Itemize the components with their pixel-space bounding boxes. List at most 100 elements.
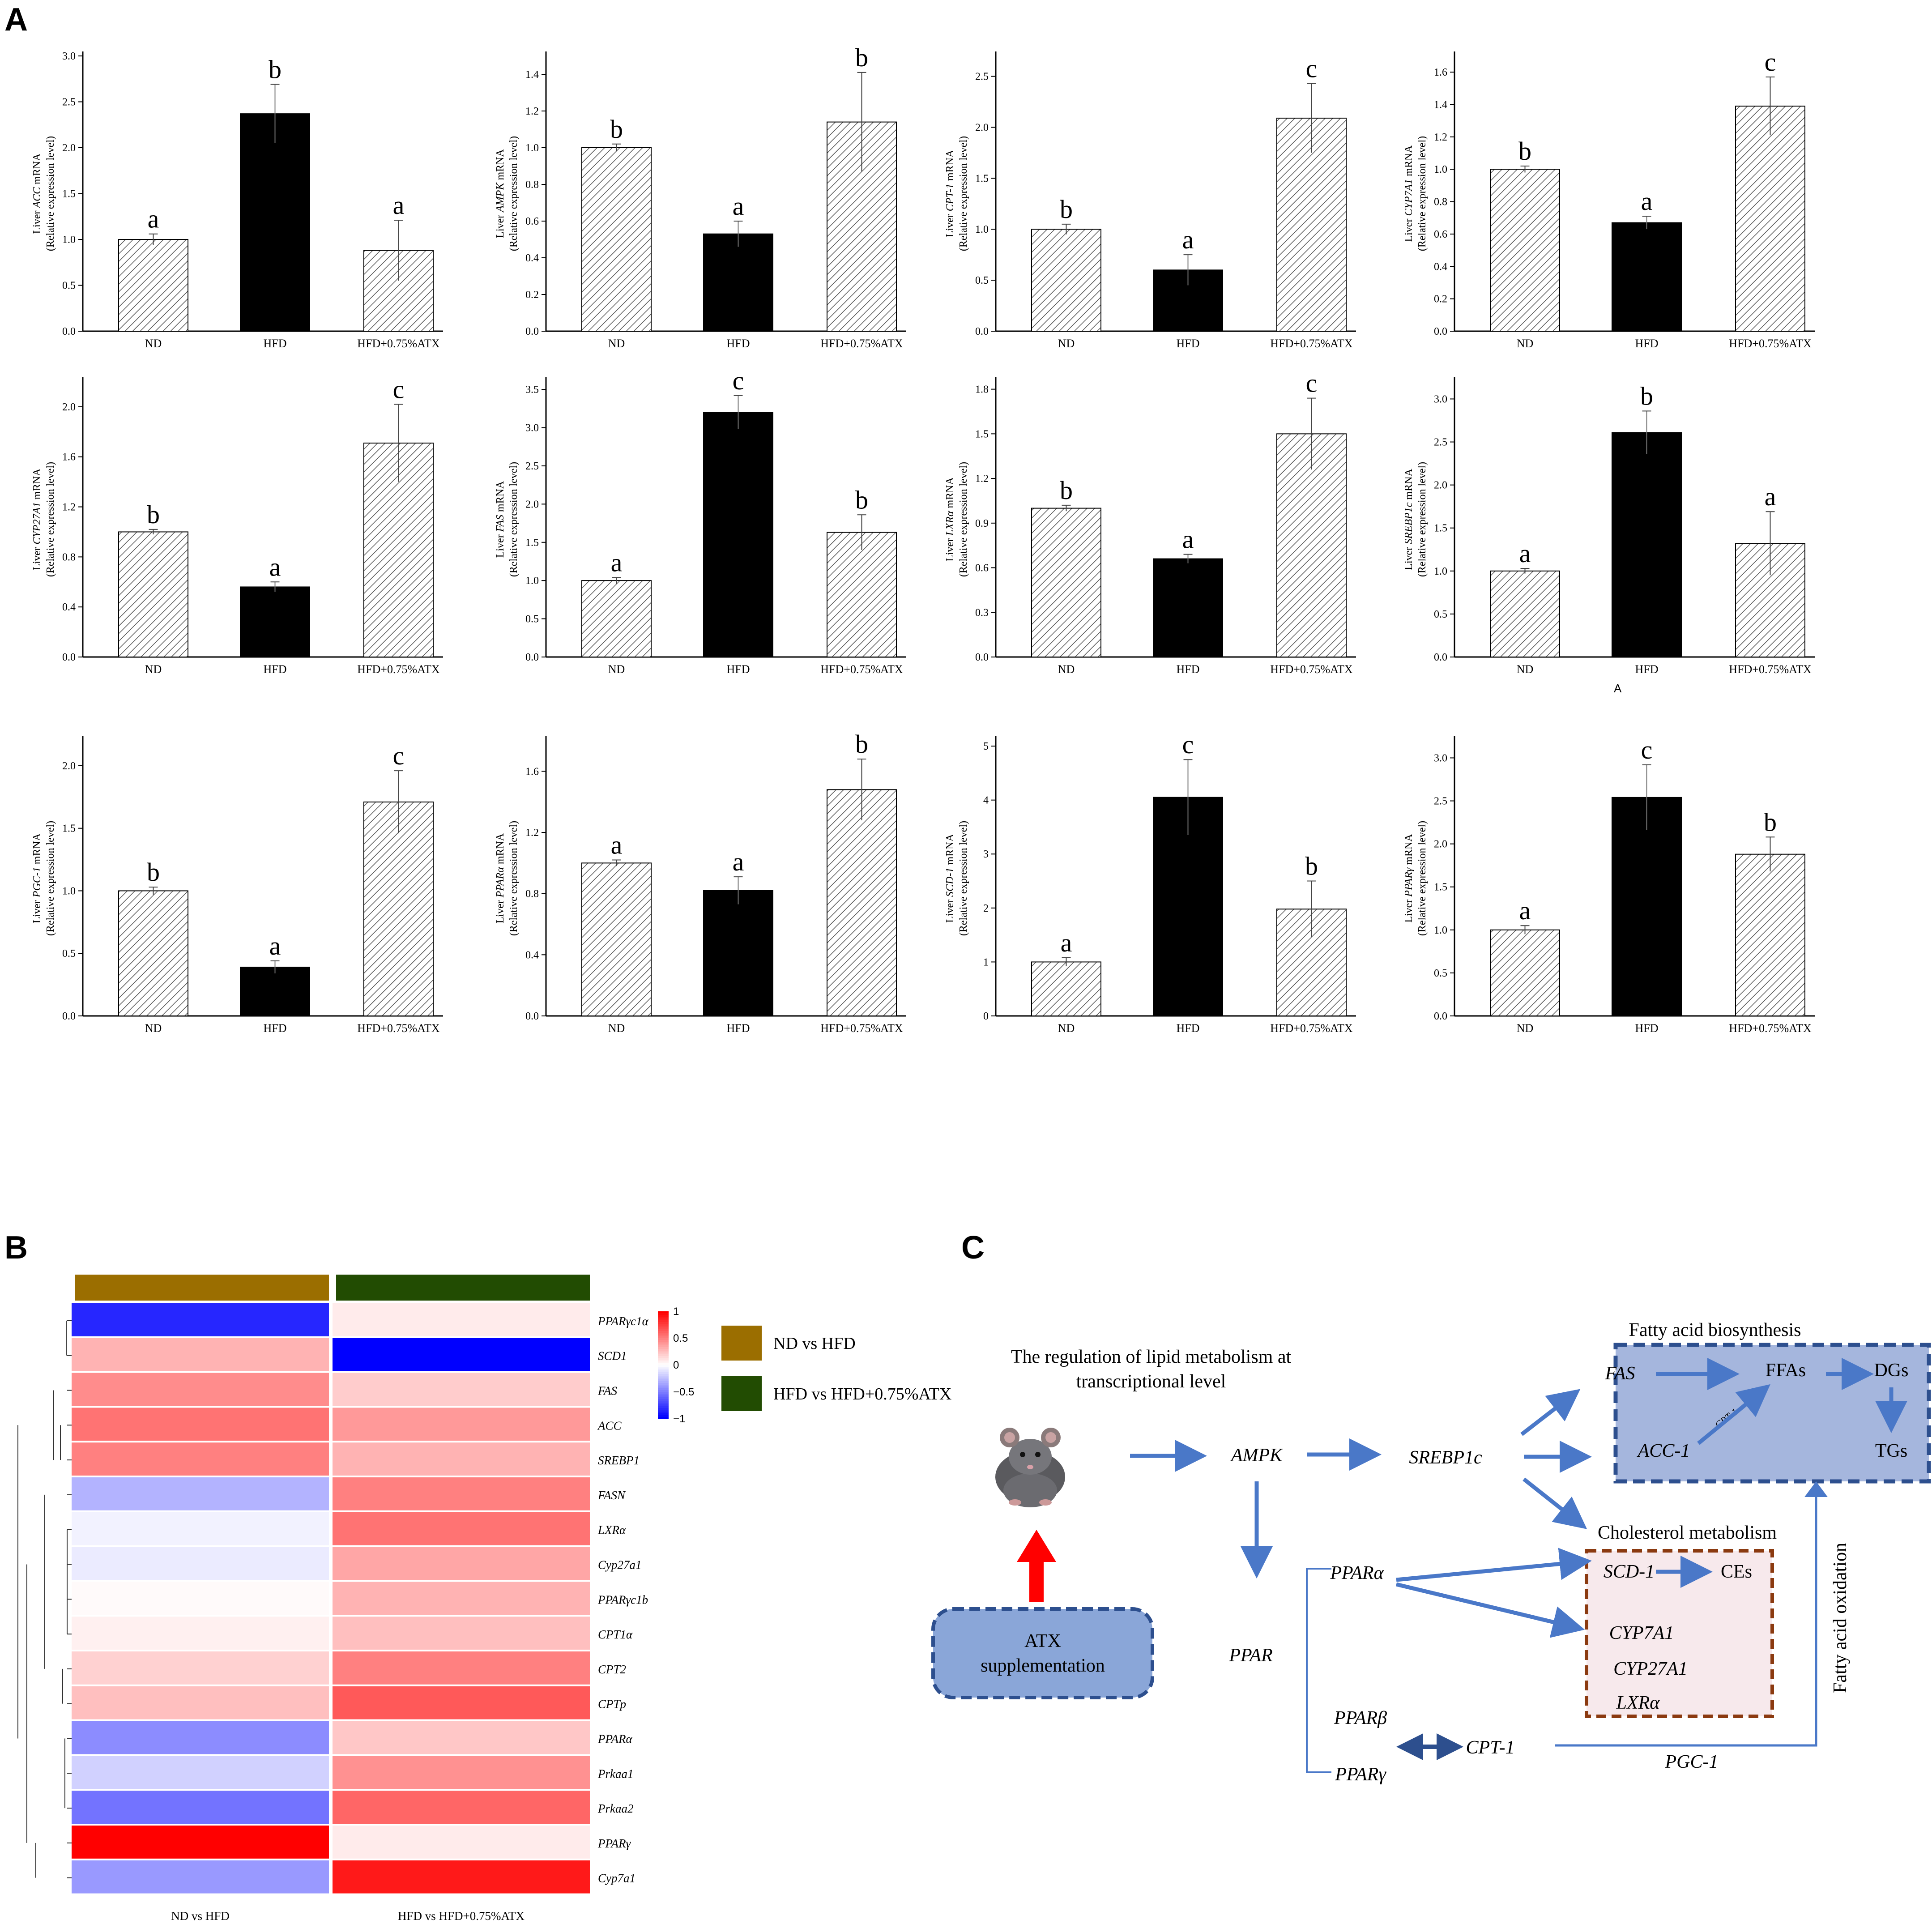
colorbar-segment: [658, 1408, 669, 1410]
y-tick-label: 0: [983, 1011, 989, 1022]
bar: [118, 890, 188, 1017]
significance-letter: a: [1061, 928, 1072, 957]
heatmap-cell: [72, 1582, 329, 1615]
category-label: HFD+0.75%ATX: [820, 663, 903, 676]
pparg-label: PPARγ: [1335, 1764, 1386, 1785]
y-tick-label: 0.4: [62, 602, 76, 613]
bar-chart-ampk: 0.00.20.40.60.81.01.21.4bNDaHFDbHFD+0.75…: [495, 43, 906, 350]
y-tick-label: 2.0: [62, 142, 76, 154]
y-tick-label: 0.6: [525, 216, 539, 227]
bar: [1031, 508, 1101, 658]
bar: [1490, 929, 1560, 1016]
y-tick-label: 1.4: [525, 69, 539, 81]
category-label: ND: [1517, 663, 1534, 676]
pathway-diagram-panel-c: The regulation of lipid metabolism at tr…: [931, 1320, 1931, 1785]
y-tick-label: 5: [983, 741, 989, 752]
cpt1-label: CPT-1: [1466, 1737, 1515, 1758]
legend-swatch: [721, 1326, 762, 1361]
heatmap-cell: [72, 1373, 329, 1406]
significance-letter: c: [393, 741, 405, 770]
category-label: ND: [608, 1022, 625, 1035]
colorbar-segment: [658, 1385, 669, 1387]
bar: [703, 412, 773, 657]
cyp7a1-label: CYP7A1: [1609, 1623, 1674, 1643]
heatmap-cell: [333, 1512, 590, 1545]
y-tick-label: 1.5: [525, 537, 539, 549]
y-tick-label: 0.8: [525, 888, 539, 900]
significance-letter: b: [147, 857, 160, 887]
bar-chart-srebp1c: 0.00.51.01.52.02.53.0aNDbHFDaHFD+0.75%AT…: [1403, 377, 1815, 676]
y-tick-label: 1.2: [975, 473, 989, 485]
colorbar-segment: [658, 1333, 669, 1335]
y-tick-label: 0.5: [1434, 609, 1447, 620]
colorbar-segment: [658, 1397, 669, 1399]
colorbar-segment: [658, 1401, 669, 1403]
bar: [1612, 797, 1682, 1016]
colorbar-tick-label: −1: [673, 1413, 685, 1425]
significance-letter: b: [1305, 852, 1318, 881]
category-label: ND: [1058, 1022, 1075, 1035]
category-label: HFD+0.75%ATX: [1270, 1022, 1353, 1035]
heatmap-panel-b: PPARγc1αSCD1FASACCSREBP1FASNLXRαCyp27a1P…: [17, 1275, 951, 1923]
y-tick-label: 0.0: [1434, 652, 1447, 663]
y-tick-label: 2.0: [975, 122, 989, 133]
legend-label: HFD vs HFD+0.75%ATX: [773, 1385, 951, 1404]
y-tick-label: 0.0: [62, 652, 76, 663]
colorbar-segment: [658, 1372, 669, 1374]
y-axis-label-line2: (Relative expression level): [45, 136, 56, 251]
bar-chart-ppar: 0.00.51.01.52.02.53.0aNDcHFDbHFD+0.75%AT…: [1403, 735, 1815, 1035]
significance-letter: c: [733, 366, 744, 395]
red-up-arrow: [1017, 1530, 1056, 1602]
y-axis-label-line2: (Relative expression level): [1416, 136, 1428, 251]
heatmap-cell: [333, 1826, 590, 1859]
colorbar-segment: [658, 1410, 669, 1412]
significance-letter: b: [269, 55, 281, 84]
heatmap-row-label: Prkaa2: [597, 1802, 633, 1815]
y-tick-label: 4: [983, 795, 989, 806]
bar-chart-pgc1: 0.00.51.01.52.0bNDaHFDcHFD+0.75%ATXLiver…: [31, 736, 443, 1035]
heatmap-cell: [333, 1477, 590, 1510]
heatmap-row-label: PPARα: [597, 1732, 632, 1746]
significance-letter: a: [733, 192, 744, 221]
significance-letter: c: [1306, 54, 1318, 83]
y-tick-label: 1.0: [62, 885, 76, 897]
significance-letter: a: [269, 931, 281, 960]
y-tick-label: 0.8: [62, 551, 76, 563]
y-tick-label: 0.0: [525, 326, 539, 337]
colorbar-segment: [658, 1329, 669, 1331]
y-tick-label: 0.6: [975, 563, 989, 574]
y-tick-label: 1.5: [975, 428, 989, 440]
colorbar-tick-label: 1: [673, 1305, 679, 1318]
y-tick-label: 0.3: [975, 607, 989, 619]
y-tick-label: 1.2: [1434, 132, 1447, 143]
y-tick-label: 1.6: [62, 452, 76, 463]
y-tick-label: 0.0: [975, 326, 989, 337]
bar: [240, 113, 310, 332]
y-axis-label-line2: (Relative expression level): [45, 462, 56, 577]
atx-label-line1: ATX: [1024, 1631, 1061, 1651]
colorbar-segment: [658, 1320, 669, 1322]
category-label: HFD+0.75%ATX: [357, 663, 440, 676]
heatmap-cell: [333, 1582, 590, 1615]
bar-chart-cyp27a1: 0.00.40.81.21.62.0bNDaHFDcHFD+0.75%ATXLi…: [31, 375, 443, 676]
oxidation-arrowhead: [1804, 1481, 1828, 1497]
ppar-label: PPAR: [1228, 1645, 1272, 1666]
y-axis-label-line2: (Relative expression level): [508, 821, 520, 936]
y-axis-label: Liver PPARα mRNA: [495, 833, 506, 923]
heatmap-row-label: CPTp: [598, 1698, 626, 1711]
colorbar-segment: [658, 1349, 669, 1351]
heatmap-row-label: LXRα: [597, 1523, 626, 1537]
colorbar-segment: [658, 1417, 669, 1419]
colorbar-segment: [658, 1395, 669, 1398]
dgs-label: DGs: [1874, 1360, 1908, 1381]
heatmap-cell: [72, 1686, 329, 1719]
y-tick-label: 2.5: [975, 71, 989, 83]
diagram-title-line2: transcriptional level: [1076, 1371, 1226, 1392]
y-tick-label: 3.0: [1434, 393, 1447, 405]
category-label: ND: [145, 337, 162, 350]
bar: [581, 580, 652, 657]
colorbar-segment: [658, 1351, 669, 1353]
bar-chart-cyp7a1: 0.00.20.40.60.81.01.21.41.6bNDaHFDcHFD+0…: [1403, 47, 1815, 350]
heatmap-row-label: Prkaa1: [597, 1767, 633, 1780]
colorbar-segment: [658, 1404, 669, 1407]
